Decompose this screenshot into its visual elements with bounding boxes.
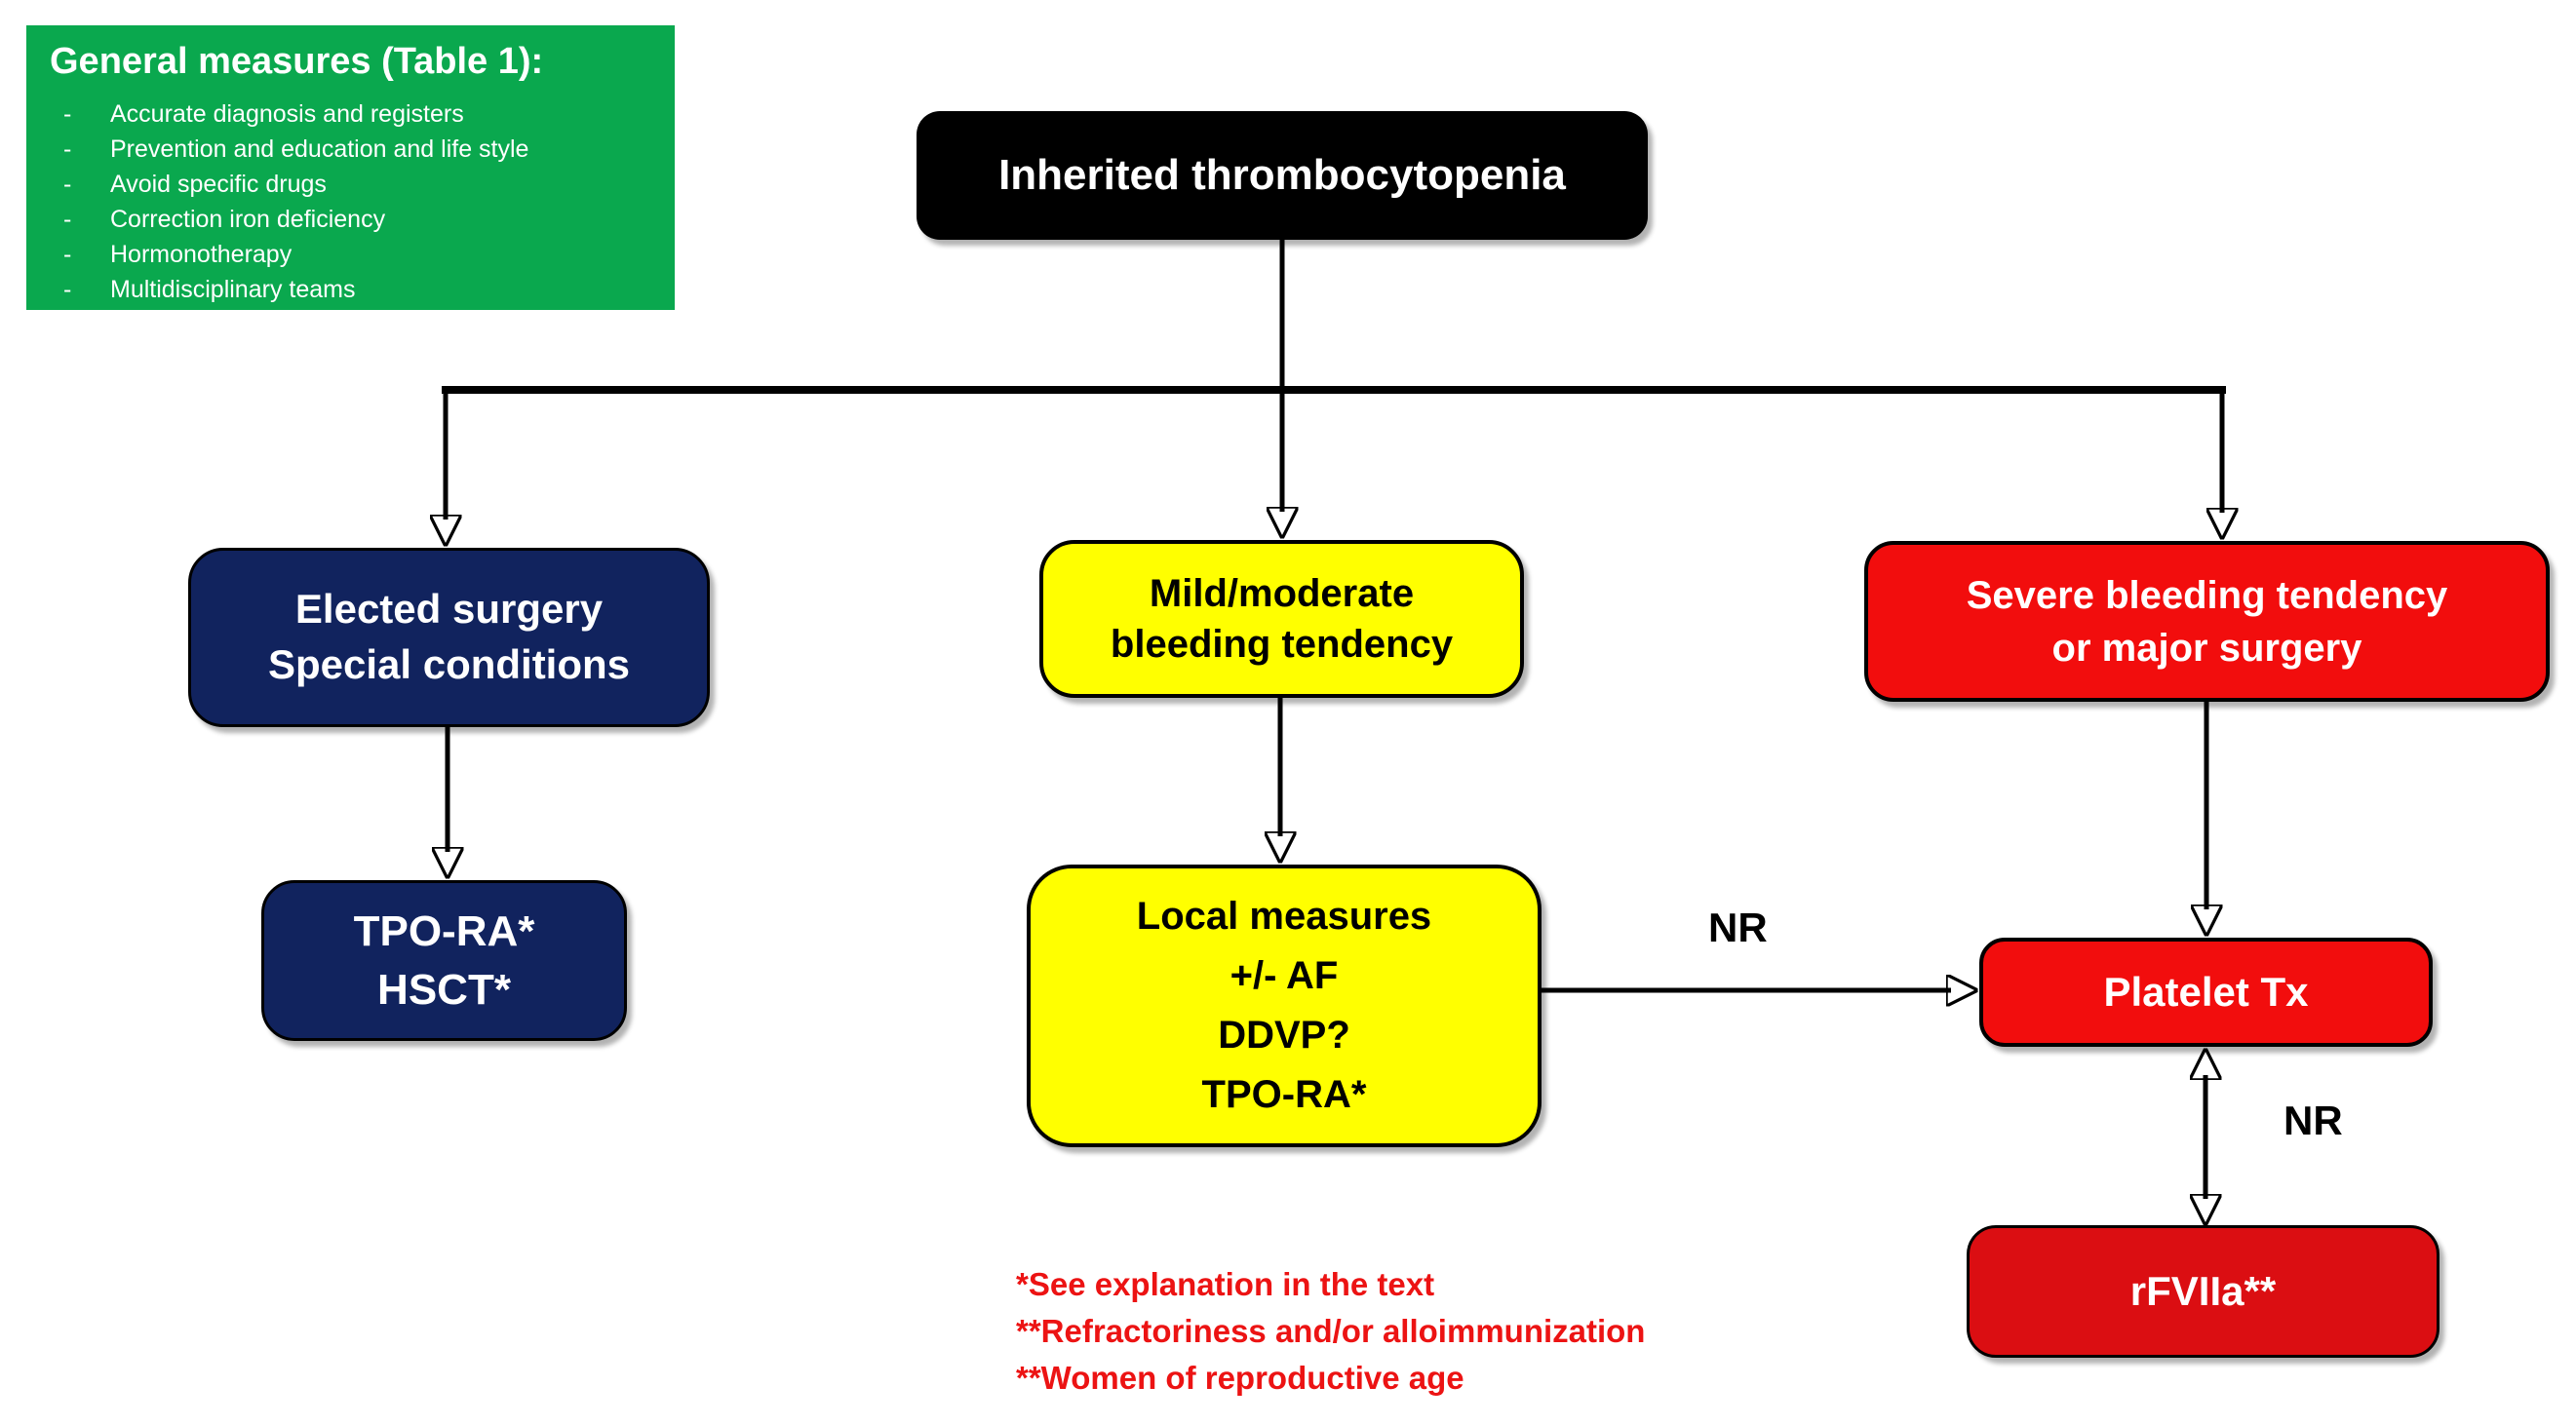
general-measures-title: General measures (Table 1):: [50, 41, 544, 82]
bullet-dash: -: [63, 241, 72, 268]
bullet-dash: -: [63, 171, 72, 198]
node-tpo-ra-hsct: TPO-RA* HSCT*: [261, 880, 627, 1041]
bullet-text: Correction iron deficiency: [110, 206, 386, 233]
bullet-text: Hormonotherapy: [110, 241, 293, 268]
node-inherited-thrombocytopenia: Inherited thrombocytopenia: [917, 111, 1648, 240]
bullet-dash: -: [63, 100, 72, 128]
bullet-text: Accurate diagnosis and registers: [110, 100, 464, 128]
node-severe-bleeding: Severe bleeding tendency or major surger…: [1864, 541, 2550, 702]
edge-label-nr-platelet-to-rfviia: NR: [2283, 1098, 2343, 1143]
bullet-dash: -: [63, 135, 72, 163]
node-platelet-tx: Platelet Tx: [1979, 938, 2433, 1047]
general-measures-item: - Accurate diagnosis and registers: [50, 96, 665, 132]
general-measures-item: - Correction iron deficiency: [50, 202, 665, 237]
edge-label-nr-local-to-platelet: NR: [1708, 905, 1768, 950]
bullet-text: Avoid specific drugs: [110, 171, 327, 198]
footnotes-block: *See explanation in the text **Refractor…: [1016, 1261, 1645, 1402]
node-rfviia: rFVIIa**: [1967, 1225, 2439, 1358]
bullet-dash: -: [63, 276, 72, 303]
general-measures-item: - Multidisciplinary teams: [50, 272, 665, 307]
general-measures-item: - Avoid specific drugs: [50, 167, 665, 202]
general-measures-item: - Hormonotherapy: [50, 237, 665, 272]
footnote-line: **Refractoriness and/or alloimmunization: [1016, 1313, 1646, 1349]
node-mild-moderate-bleeding: Mild/moderate bleeding tendency: [1039, 540, 1524, 698]
bullet-text: Multidisciplinary teams: [110, 276, 356, 303]
node-elected-surgery: Elected surgery Special conditions: [188, 548, 710, 727]
bullet-dash: -: [63, 206, 72, 233]
footnote-line: *See explanation in the text: [1016, 1266, 1435, 1302]
bullet-text: Prevention and education and life style: [110, 135, 529, 163]
general-measures-panel: General measures (Table 1): - Accurate d…: [26, 25, 675, 310]
general-measures-item: - Prevention and education and life styl…: [50, 132, 665, 167]
footnote-line: **Women of reproductive age: [1016, 1360, 1464, 1396]
node-local-measures: Local measures +/- AF DDVP? TPO-RA*: [1027, 865, 1542, 1147]
